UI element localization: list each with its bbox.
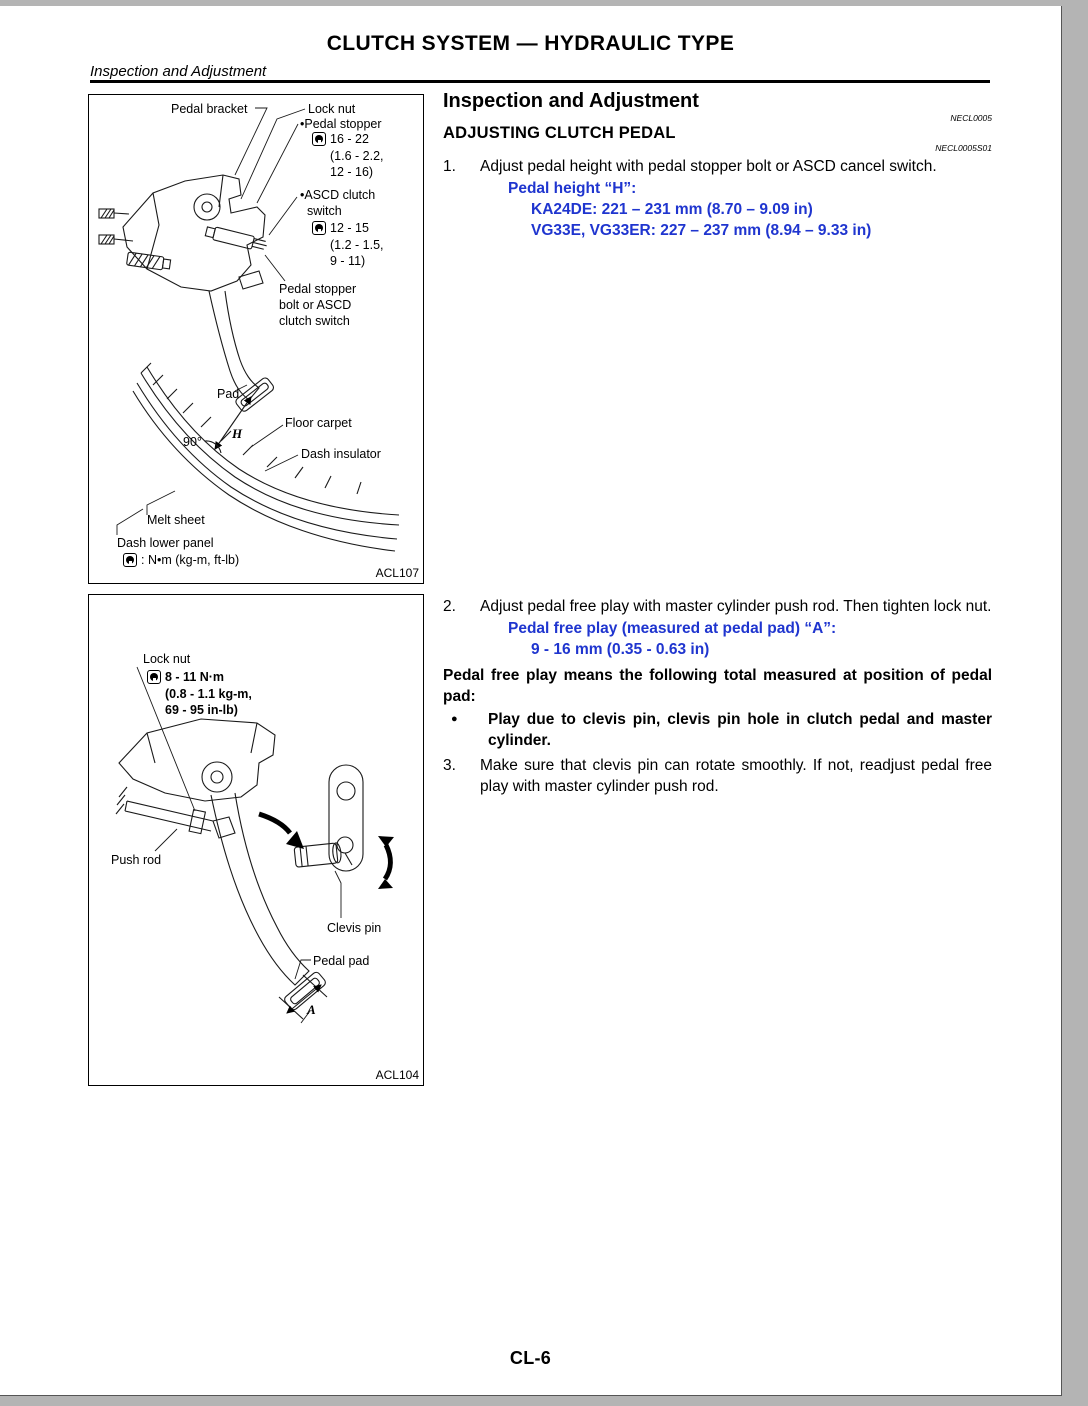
block-adjusting: Inspection and Adjustment NECL0005 ADJUS… [443, 90, 992, 241]
clutch-pedal-free-play-diagram [115, 666, 394, 1024]
label-pedal-stopper: •Pedal stopper [300, 117, 382, 131]
bullet-text: Play due to clevis pin, clevis pin hole … [488, 711, 992, 749]
torque-spec-detail: (0.8 - 1.1 kg-m, 69 - 95 in-lb) [165, 687, 252, 717]
step-2: 2. Adjust pedal free play with master cy… [443, 596, 992, 617]
label-stopper-bolt: Pedal stopper bolt or ASCD clutch switch [279, 282, 357, 328]
step-number: 2. [443, 598, 456, 615]
label-melt-sheet: Melt sheet [147, 513, 205, 527]
header-rule [90, 80, 990, 83]
step-number: 1. [443, 158, 456, 175]
label-ascd-switch: •ASCD clutch switch [300, 188, 376, 218]
label-dash-insulator: Dash insulator [301, 447, 381, 461]
torque-spec-2: 12 - 15 [312, 220, 369, 236]
label-push-rod: Push rod [111, 853, 162, 867]
torque-value: 16 - 22 [330, 132, 369, 146]
step-text: Make sure that clevis pin can rotate smo… [480, 757, 992, 795]
label-90-degrees: 90° [183, 435, 202, 449]
figure-pedal-height: Pedal bracket Lock nut •Pedal stopper 16… [88, 94, 424, 584]
torque-value: 12 - 15 [330, 221, 369, 235]
figure-id: ACL104 [375, 1068, 419, 1082]
section-label: Inspection and Adjustment [90, 63, 267, 80]
figure-pedal-free-play: Lock nut 8 - 11 N·m (0.8 - 1.1 kg-m, 69 … [88, 594, 424, 1086]
step-text: Adjust pedal free play with master cylin… [480, 598, 992, 615]
spec-free-play-value: 9 - 16 mm (0.35 - 0.63 in) [531, 641, 710, 658]
manual-page: CLUTCH SYSTEM — HYDRAULIC TYPE Inspectio… [0, 6, 1062, 1396]
dimension-h: H [232, 426, 243, 441]
spec-pedal-height-ka24de: KA24DE: 221 – 231 mm (8.70 – 9.09 in) [531, 201, 813, 218]
torque-wrench-glyph [150, 673, 158, 682]
torque-legend-text: : N•m (kg-m, ft-lb) [141, 553, 240, 567]
free-play-note: Pedal free play means the following tota… [443, 667, 992, 705]
page-number: CL-6 [509, 1348, 552, 1368]
bullet-item: ● Play due to clevis pin, clevis pin hol… [443, 709, 992, 751]
step-number: 3. [443, 757, 456, 774]
torque-wrench-glyph [315, 224, 323, 233]
label-dash-lower-panel: Dash lower panel [117, 536, 214, 550]
text-column: Inspection and Adjustment NECL0005 ADJUS… [443, 90, 992, 795]
subheading: ADJUSTING CLUTCH PEDAL [443, 124, 676, 142]
ref-code: NECL0005 [950, 113, 992, 123]
figure-id: ACL107 [375, 566, 419, 580]
label-clevis-pin: Clevis pin [327, 921, 382, 935]
bullet-icon: ● [451, 713, 458, 725]
torque-spec: 8 - 11 N·m [147, 669, 224, 685]
torque-wrench-icon [147, 670, 161, 684]
label-pedal-pad: Pedal pad [313, 954, 370, 968]
clutch-pedal-height-diagram [98, 107, 400, 552]
step-text: Adjust pedal height with pedal stopper b… [480, 158, 937, 175]
label-lock-nut: Lock nut [143, 652, 191, 666]
ref-code: NECL0005S01 [935, 143, 992, 153]
block-free-play: 2. Adjust pedal free play with master cy… [443, 593, 992, 797]
dimension-a: A [307, 1002, 316, 1017]
document-title: CLUTCH SYSTEM — HYDRAULIC TYPE [326, 32, 735, 55]
spec-pedal-height-title: Pedal height “H”: [508, 180, 637, 197]
torque-spec-1-detail: (1.6 - 2.2, 12 - 16) [330, 149, 384, 179]
page-heading: Inspection and Adjustment [443, 90, 699, 112]
torque-value: 8 - 11 N·m [165, 670, 225, 684]
spec-free-play-title: Pedal free play (measured at pedal pad) … [508, 620, 837, 637]
label-pedal-bracket: Pedal bracket [171, 102, 248, 116]
torque-wrench-glyph [315, 135, 323, 144]
torque-legend: : N•m (kg-m, ft-lb) [123, 552, 239, 568]
torque-wrench-glyph [126, 556, 134, 565]
spec-pedal-height-vg33e: VG33E, VG33ER: 227 – 237 mm (8.94 – 9.33… [531, 222, 872, 239]
torque-wrench-icon [312, 221, 326, 235]
torque-spec-2-detail: (1.2 - 1.5, 9 - 11) [330, 238, 384, 268]
step-1: 1. Adjust pedal height with pedal stoppe… [443, 156, 992, 177]
label-lock-nut: Lock nut [308, 102, 356, 116]
torque-wrench-icon [312, 132, 326, 146]
step-3: 3. Make sure that clevis pin can rotate … [443, 755, 992, 797]
label-pad: Pad [217, 387, 240, 401]
label-floor-carpet: Floor carpet [285, 416, 352, 430]
torque-spec-1: 16 - 22 [312, 131, 369, 147]
torque-wrench-icon [123, 553, 137, 567]
